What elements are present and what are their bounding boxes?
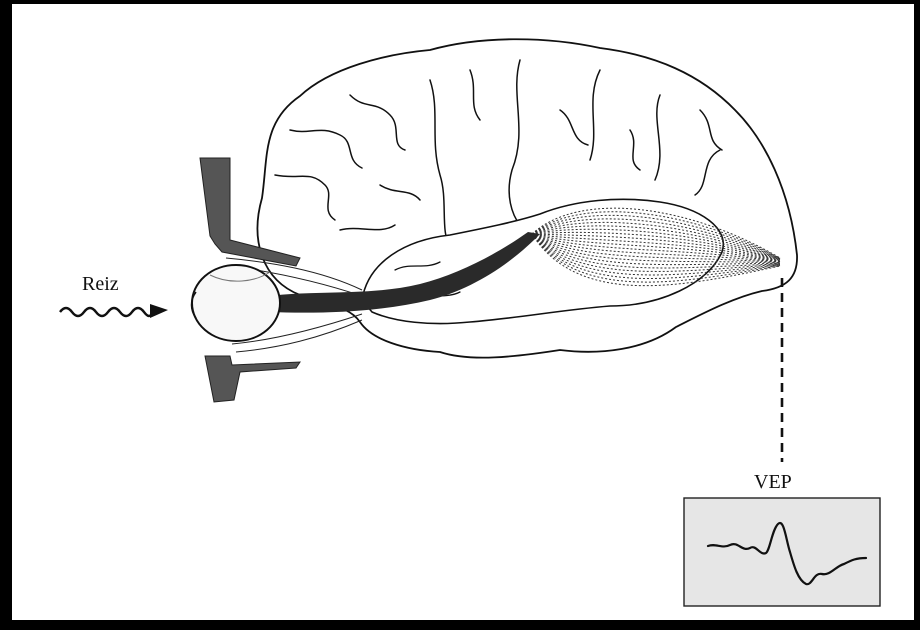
vep-label: VEP [754,471,792,493]
wavy-arrow-icon [60,304,168,318]
recording-box [684,498,880,606]
stimulus-label: Reiz [82,273,119,295]
eyeball-icon [192,265,281,341]
vep-diagram: Reiz VEP [12,4,914,620]
